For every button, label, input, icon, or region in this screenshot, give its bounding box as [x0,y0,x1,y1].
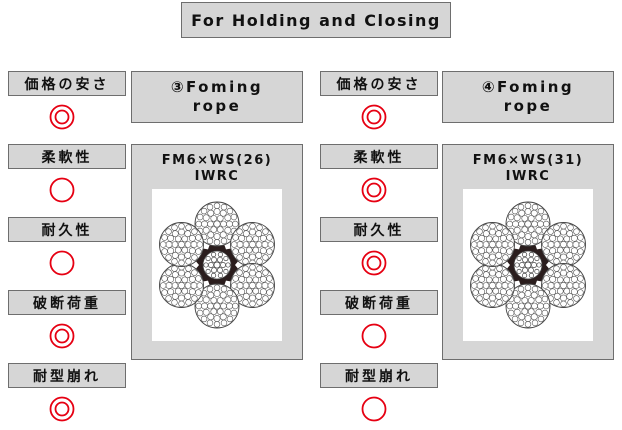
rope-name-line1: ③Foming [171,78,263,97]
double-circle-rating-icon [49,396,75,422]
rope-spec-panel-3: FM6×WS(26) IWRC [131,144,303,360]
rope-name-line2: rope [192,97,242,115]
rope-title-3: ③Foming rope [131,71,303,123]
circle-rating-icon [49,177,75,203]
rope-spec-construction: FM6×WS(26) [161,153,273,168]
double-circle-rating-icon [49,104,75,130]
property-label-breaking-load: 破断荷重 [8,290,126,315]
property-label-durability: 耐久性 [8,217,126,242]
property-label-shape-retention: 耐型崩れ [8,363,126,388]
rope-name: Foming [186,78,264,96]
property-label-breaking-load: 破断荷重 [320,290,438,315]
property-label-flexibility: 柔軟性 [320,144,438,169]
property-label-price: 価格の安さ [320,71,438,96]
property-label-flexibility: 柔軟性 [8,144,126,169]
rope-name: Foming [497,78,575,96]
property-label-durability: 耐久性 [320,217,438,242]
double-circle-rating-icon [361,177,387,203]
rope-number: ③ [170,78,187,96]
rope-spec-panel-4: FM6×WS(31) IWRC [442,144,614,360]
rope-name-line1: ④Foming [482,78,574,97]
rope-name-line2: rope [503,97,553,115]
circle-rating-icon [361,396,387,422]
double-circle-rating-icon [49,323,75,349]
property-label-price: 価格の安さ [8,71,126,96]
circle-rating-icon [361,323,387,349]
rope-cross-section-image [463,189,593,341]
circle-rating-icon [49,250,75,276]
double-circle-rating-icon [361,250,387,276]
rope-spec-core: IWRC [194,169,240,184]
rope-spec-core: IWRC [505,169,551,184]
rope-number: ④ [481,78,498,96]
rope-spec-construction: FM6×WS(31) [472,153,584,168]
page-title: For Holding and Closing [181,2,451,38]
rope-cross-section-image [152,189,282,341]
rope-title-4: ④Foming rope [442,71,614,123]
double-circle-rating-icon [361,104,387,130]
property-label-shape-retention: 耐型崩れ [320,363,438,388]
